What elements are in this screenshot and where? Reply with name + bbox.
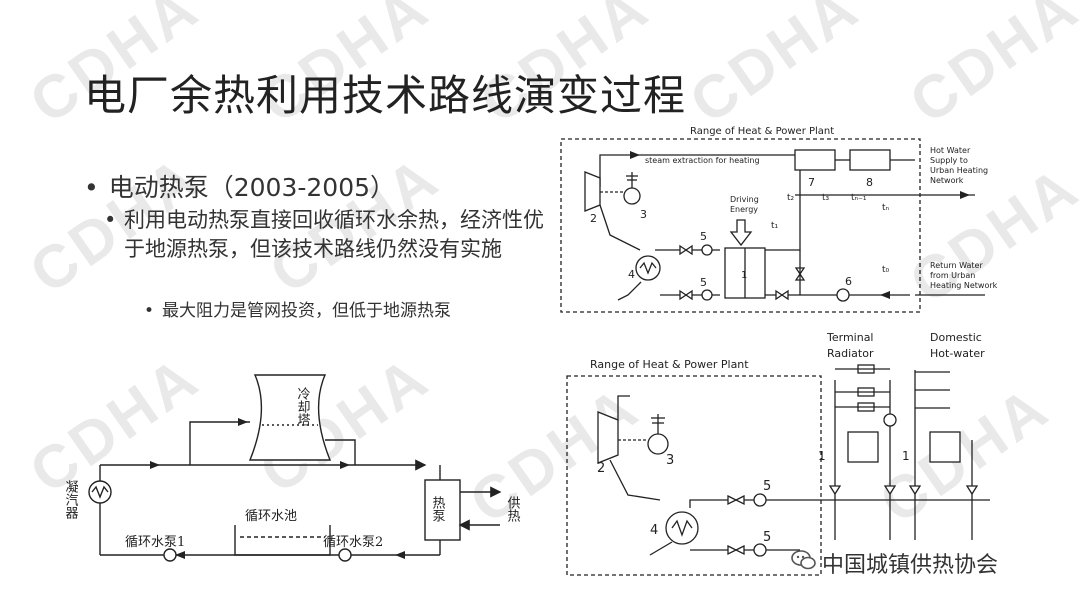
- pool: [234, 525, 331, 556]
- pump-5d: [753, 543, 767, 557]
- hot-water-l3: Urban Heating: [930, 166, 988, 175]
- hot-water-l1: Hot Water: [930, 146, 971, 155]
- flow-arrow: [150, 461, 160, 469]
- pump1-label: 循环水泵1: [125, 535, 185, 550]
- label-1a: 1: [818, 449, 826, 463]
- driving-label: Driving: [730, 195, 759, 204]
- return-l1: Return Water: [930, 261, 983, 270]
- pump-5c: [753, 493, 767, 507]
- range-label-2: Range of Heat & Power Plant: [590, 358, 749, 371]
- generator-2: [647, 433, 669, 455]
- bullet-level3: •最大阻力是管网投资，但低于地源热泵: [144, 301, 451, 321]
- pump2-symbol: [338, 548, 352, 562]
- label-1b: 1: [902, 449, 910, 463]
- tower-inlet: [189, 421, 250, 465]
- steam-label: steam extraction for heating: [645, 156, 760, 165]
- label-5d: 5: [763, 530, 771, 545]
- hot-water-l2: Supply to: [930, 156, 968, 165]
- tower-outlet: [325, 439, 356, 465]
- temp-t1: t₁: [771, 221, 779, 231]
- pump2-label: 循环水泵2: [323, 535, 383, 550]
- supply-label: 供热: [505, 496, 521, 522]
- condenser-4: [635, 255, 661, 281]
- turbine-2: [597, 411, 619, 464]
- bottom-diagram-labels: Range of Heat & Power Plant Terminal Rad…: [590, 331, 985, 545]
- temp-t3: t₃: [822, 193, 830, 203]
- range-label: Range of Heat & Power Plant: [690, 126, 834, 137]
- page-title: 电厂余热利用技术路线演变过程: [84, 71, 687, 120]
- temp-t2: t₂: [787, 193, 795, 203]
- condenser-4b: [665, 511, 699, 545]
- radiator-label: Radiator: [827, 347, 874, 360]
- terminal-label: Terminal: [826, 331, 874, 344]
- turbine: [584, 171, 601, 212]
- hotwater-label: Hot-water: [930, 347, 985, 360]
- condenser-coil: [91, 485, 109, 499]
- plant-range-box-2: [566, 375, 822, 576]
- driving-energy-arrow: [729, 219, 753, 247]
- energy-label: Energy: [730, 205, 758, 214]
- pump-5a: [701, 244, 713, 256]
- pool-label: 循环水池: [245, 509, 297, 524]
- label-3: 3: [640, 208, 647, 221]
- wechat-icon: [791, 550, 816, 570]
- label-8: 8: [866, 176, 873, 189]
- temp-tn: tₙ: [882, 203, 890, 213]
- return-l3: Heating Network: [930, 281, 998, 290]
- temp-tn1: tₙ₋₁: [851, 193, 867, 203]
- heat-pump-label: 热泵: [430, 496, 446, 522]
- flow-arrow: [395, 551, 405, 559]
- condenser-symbol: [88, 480, 112, 504]
- label-2: 2: [590, 212, 597, 225]
- heat-pump-box: [424, 479, 461, 541]
- return-l2: from Urban: [930, 271, 975, 280]
- flow-arrow: [175, 551, 185, 559]
- label-7: 7: [808, 176, 815, 189]
- top-diagram: [560, 138, 985, 313]
- pump-5b: [701, 289, 713, 301]
- bottom-diagram: [566, 364, 990, 576]
- label-5b: 5: [700, 276, 707, 289]
- label-2b: 2: [597, 461, 605, 476]
- flow-arrow: [340, 461, 350, 469]
- label-6: 6: [845, 275, 852, 288]
- condenser-label: 凝汽器: [63, 479, 79, 520]
- left-diagram: [88, 374, 502, 562]
- temp-t0: t₀: [882, 265, 890, 275]
- hx-1-domestic: [929, 431, 961, 463]
- cooling-tower: [248, 374, 332, 461]
- label-3b: 3: [666, 453, 674, 468]
- bullet-level2: •利用电动热泵直接回收循环水余热，经济性优于地源热泵，但该技术路线仍然没有实施: [104, 208, 544, 261]
- bullet-level1: •电动热泵（2003-2005）: [84, 173, 396, 202]
- cooling-tower-label: 冷却塔: [295, 387, 311, 426]
- hx-8: [849, 149, 891, 171]
- label-5c: 5: [763, 479, 771, 494]
- pump1-symbol: [163, 548, 177, 562]
- top-diagram-labels: Range of Heat & Power Plant steam extrac…: [590, 126, 998, 290]
- brand-label: 中国城镇供热协会: [822, 553, 999, 578]
- label-4: 4: [628, 268, 635, 281]
- label-4b: 4: [650, 523, 658, 538]
- hx-1-terminal: [847, 431, 879, 463]
- generator: [623, 187, 641, 205]
- label-5a: 5: [700, 230, 707, 243]
- left-diagram-labels: 冷却塔 凝汽器 循环水池 循环水泵1 循环水泵2 热泵 供热: [63, 387, 521, 550]
- steam-line: [599, 154, 795, 187]
- hot-water-l4: Network: [930, 176, 964, 185]
- label-1: 1: [741, 270, 747, 281]
- pump-6: [836, 288, 850, 302]
- domestic-label: Domestic: [930, 331, 982, 344]
- hx-7: [794, 149, 836, 171]
